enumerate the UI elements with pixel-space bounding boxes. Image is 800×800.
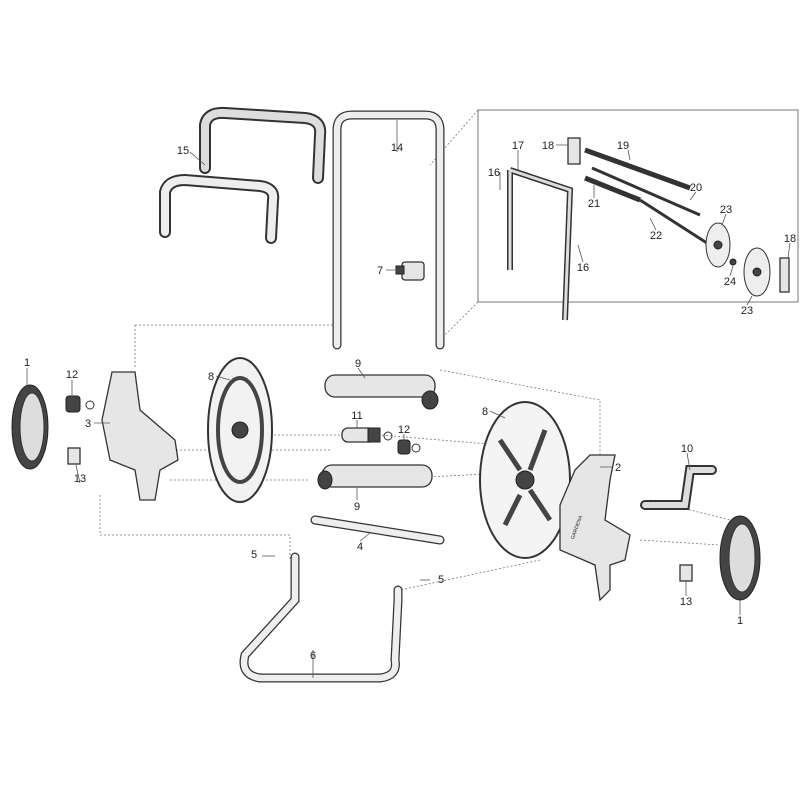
wheel-left-part bbox=[11, 384, 49, 470]
base-frame-part bbox=[239, 552, 403, 683]
inset-nut-part bbox=[729, 258, 737, 266]
cap-left-part bbox=[67, 447, 81, 465]
label-screw-left: 5 bbox=[251, 549, 257, 561]
label-inset-nut: 24 bbox=[724, 276, 736, 288]
cap-right-part bbox=[679, 564, 693, 582]
label-cap-left: 13 bbox=[74, 473, 86, 485]
inset-wheel-top-part bbox=[705, 222, 731, 268]
grip-part bbox=[159, 106, 327, 244]
label-inset-wheel-top: 23 bbox=[720, 204, 732, 216]
assembly-lines bbox=[99, 324, 731, 591]
label-wheel-left: 1 bbox=[24, 357, 30, 369]
label-inset-rod2: 22 bbox=[650, 230, 662, 242]
crossbar-bottom-part bbox=[317, 464, 433, 490]
label-coupling: 11 bbox=[351, 410, 362, 422]
label-bushing-mid: 12 bbox=[398, 424, 410, 436]
label-inset-spring2: 21 bbox=[588, 198, 600, 210]
label-cap-right: 13 bbox=[680, 596, 692, 608]
label-inset-frame: 17 bbox=[512, 140, 524, 152]
label-clip: 7 bbox=[377, 265, 383, 277]
bushing-left-part bbox=[65, 395, 95, 413]
label-drum-left: 8 bbox=[208, 371, 214, 383]
handle-part bbox=[332, 110, 445, 350]
label-inset-spring: 19 bbox=[617, 140, 629, 152]
coupling-part bbox=[341, 427, 393, 443]
inset-bracket-right-part bbox=[779, 257, 790, 293]
label-bushing-left: 12 bbox=[66, 369, 78, 381]
side-right-part: GARDENA bbox=[559, 454, 631, 602]
crank-part bbox=[640, 465, 717, 510]
inset-rod-part bbox=[591, 166, 701, 217]
drum-right-part bbox=[479, 401, 571, 559]
inset-spring2-part bbox=[584, 175, 641, 203]
label-inset-screw-bottom: 16 bbox=[577, 262, 589, 274]
label-drum-right: 8 bbox=[482, 406, 488, 418]
label-inset-rod: 20 bbox=[690, 182, 702, 194]
label-base-frame: 6 bbox=[310, 650, 316, 662]
inset-spring-part bbox=[584, 147, 691, 191]
label-inset-screw-top: 16 bbox=[488, 167, 500, 179]
label-wheel-right: 1 bbox=[737, 615, 743, 627]
part-labels: 1 12 3 13 8 9 11 12 9 8 2 10 1 13 4 5 5 … bbox=[24, 140, 796, 662]
label-side-right: 2 bbox=[615, 462, 621, 474]
inset-rod2-part bbox=[639, 198, 711, 247]
axle-part bbox=[310, 515, 445, 545]
label-inset-wheel-bottom: 23 bbox=[741, 305, 753, 317]
label-axle: 4 bbox=[357, 541, 363, 553]
inset-frame-part bbox=[507, 167, 574, 321]
label-crossbar-bottom: 9 bbox=[354, 501, 360, 513]
side-left-part bbox=[101, 371, 179, 501]
inset-bracket-top-part bbox=[567, 137, 581, 165]
inset-frame-box bbox=[477, 109, 799, 303]
label-handle: 14 bbox=[391, 142, 403, 154]
label-crank: 10 bbox=[681, 443, 693, 455]
crossbar-top-part bbox=[324, 374, 439, 410]
label-grip: 15 bbox=[177, 145, 189, 157]
label-crossbar-top: 9 bbox=[355, 358, 361, 370]
wheel-right-part bbox=[719, 515, 761, 601]
clip-part bbox=[395, 261, 425, 281]
bushing-mid-part bbox=[397, 439, 421, 455]
label-inset-bracket-top: 18 bbox=[542, 140, 554, 152]
drum-left-part bbox=[207, 357, 273, 503]
label-inset-bracket-right: 18 bbox=[784, 233, 796, 245]
label-side-left: 3 bbox=[85, 418, 91, 430]
label-screw-right: 5 bbox=[438, 574, 444, 586]
inset-wheel-bottom-part bbox=[743, 247, 771, 297]
